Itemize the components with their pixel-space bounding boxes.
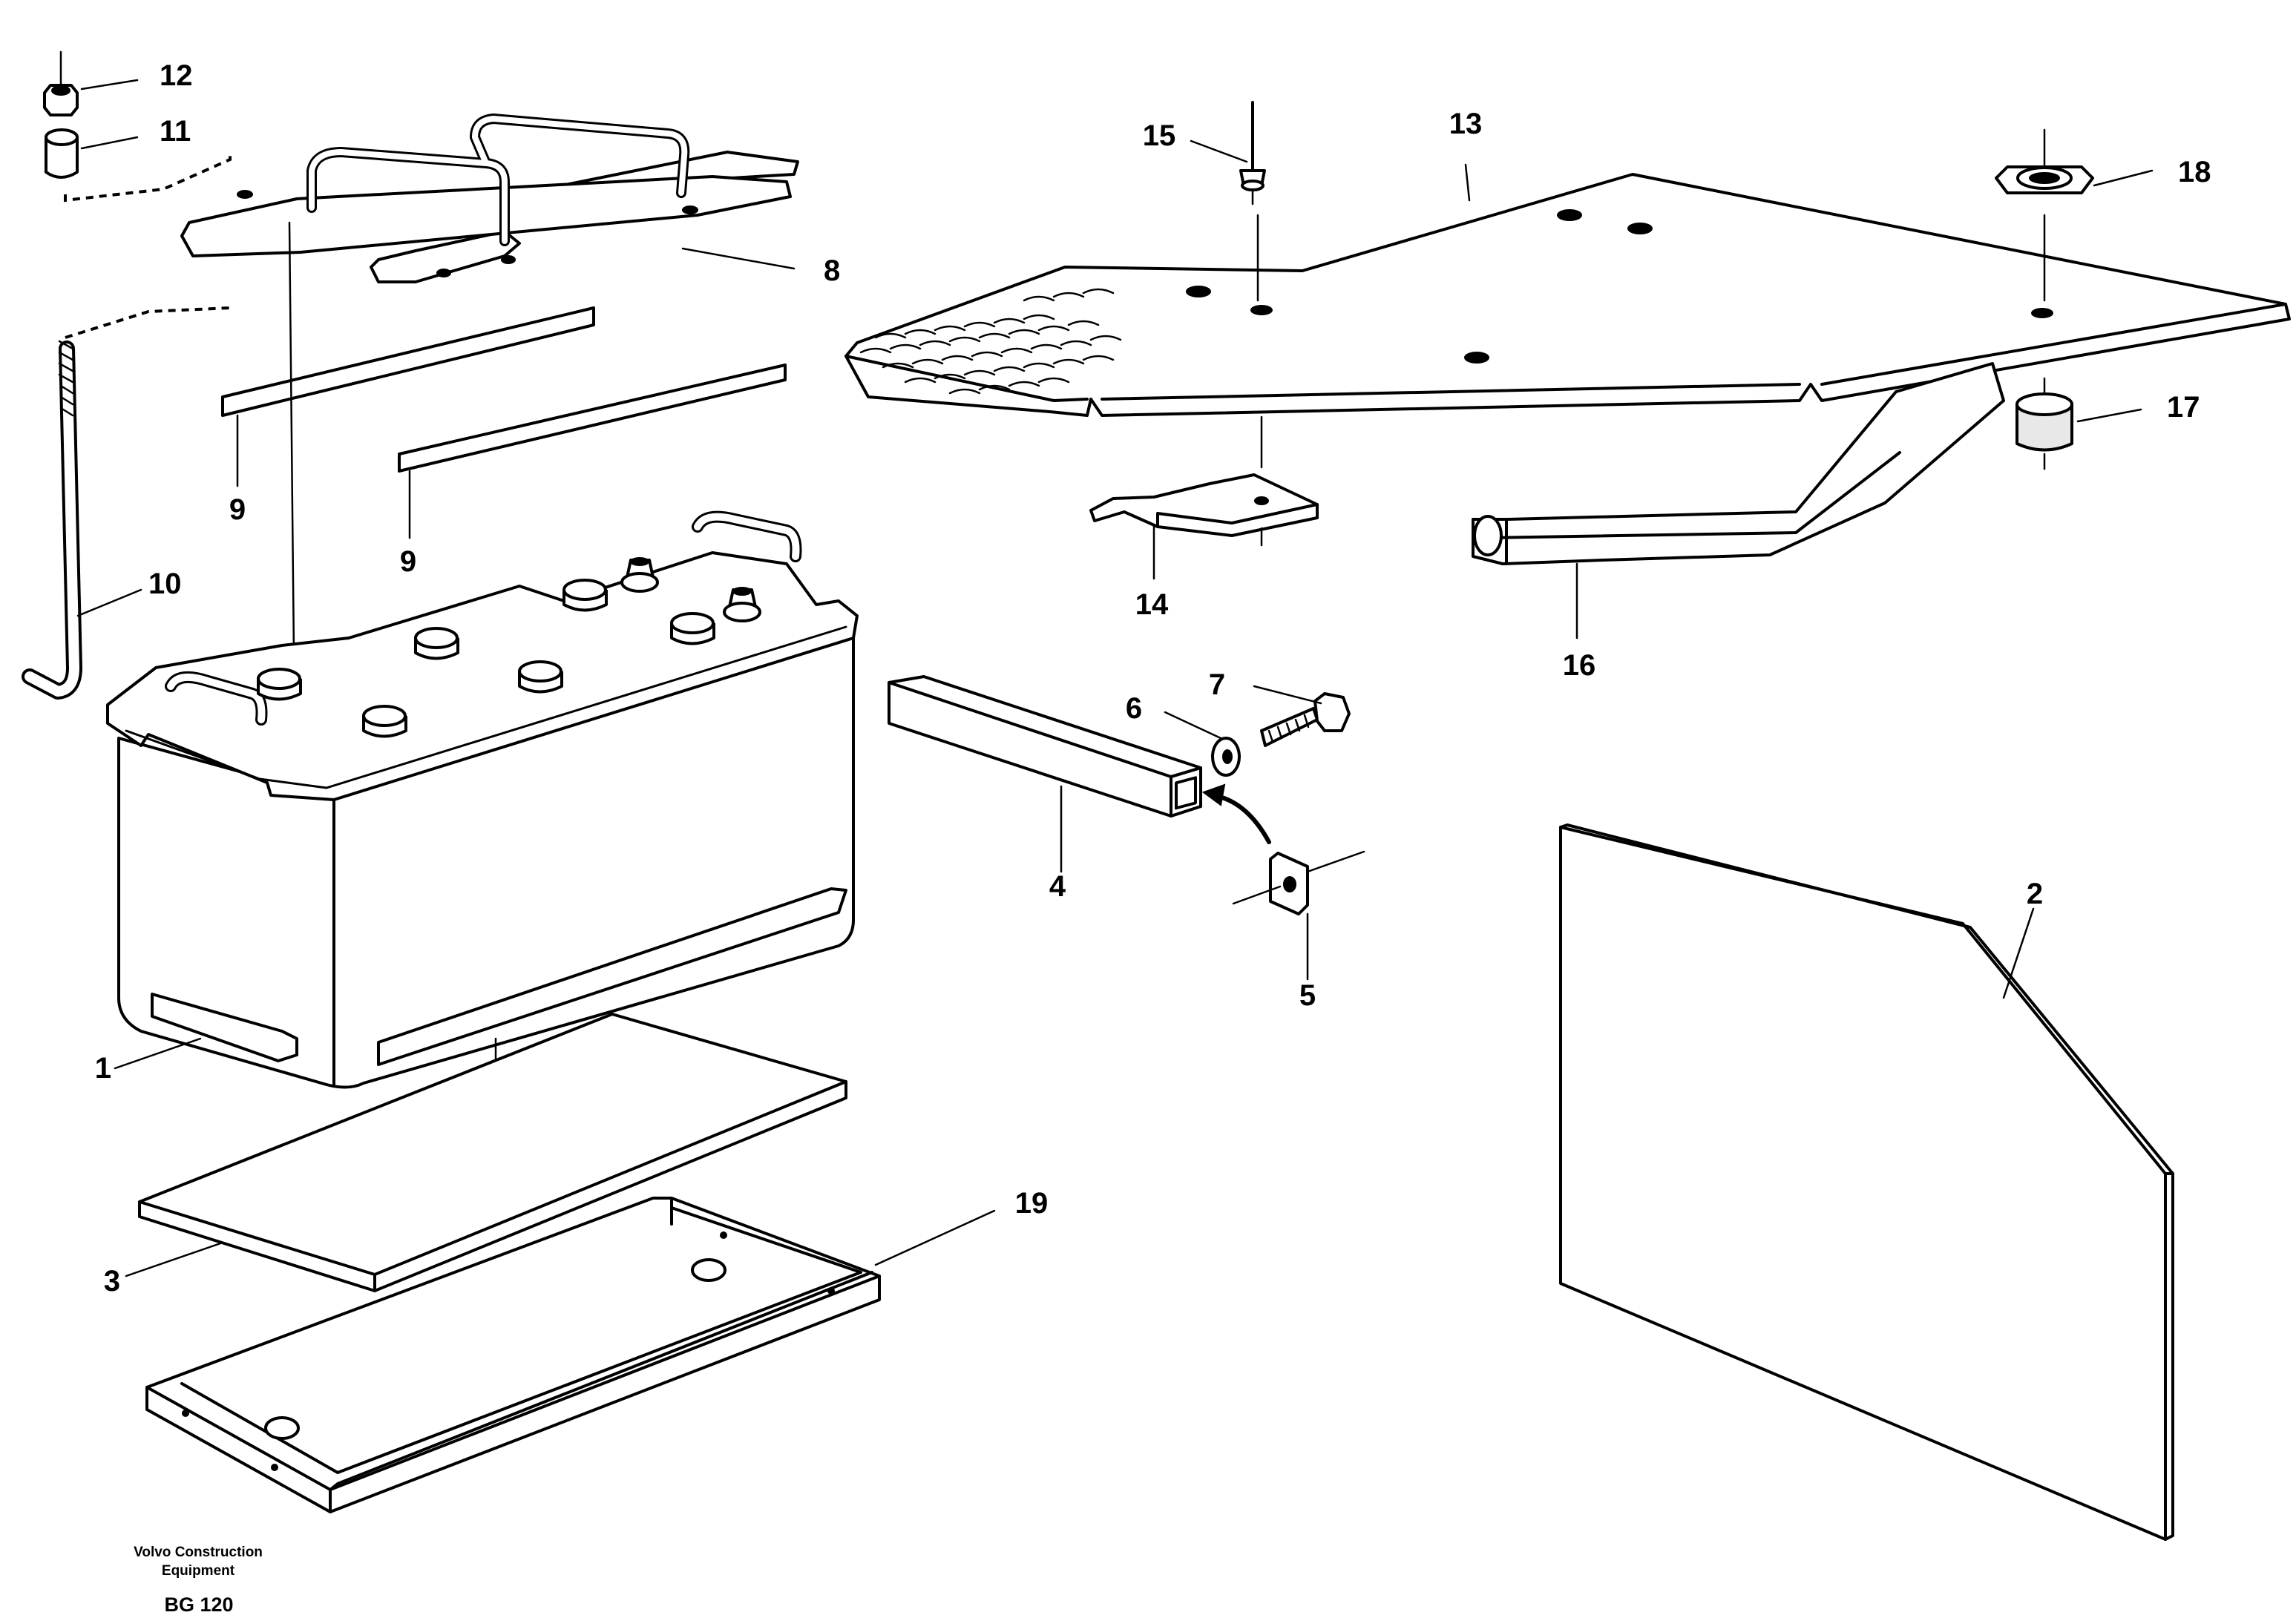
callout-labels: 1 2 3 4 5 6 7 8 9 9 10 11 12 13 14 15 16…: [95, 59, 2211, 1298]
rivet-part-15: [1190, 101, 1266, 302]
nut-part-12: [43, 50, 139, 116]
plate-part-3: [125, 1013, 847, 1292]
pad-part-9-left: [221, 306, 595, 487]
edge-strip-part-16: [1472, 362, 2005, 639]
battery-cap: [257, 579, 715, 738]
callout-9-left: 9: [229, 493, 246, 526]
callout-9-right: 9: [400, 545, 416, 578]
washer-part-6: [1164, 711, 1241, 777]
callout-11: 11: [160, 115, 191, 148]
flanged-nut-part-18: [1995, 128, 2154, 302]
callout-13: 13: [1449, 108, 1483, 140]
callout-3: 3: [104, 1265, 120, 1298]
callout-18: 18: [2178, 156, 2211, 188]
bolt-part-7: [1253, 685, 1351, 747]
checker-plate-part-13: [844, 163, 2291, 417]
callout-19: 19: [1015, 1187, 1049, 1220]
footer-code: BG 120: [164, 1594, 233, 1616]
callout-15: 15: [1143, 119, 1176, 152]
clamp-frame-part-8: [180, 114, 799, 283]
callout-16: 16: [1563, 649, 1596, 682]
callout-7: 7: [1209, 668, 1225, 701]
callout-8: 8: [824, 254, 840, 287]
sleeve-part-11: [45, 128, 232, 203]
checker-texture: [859, 288, 1122, 395]
callout-12: 12: [160, 59, 193, 92]
callout-6: 6: [1126, 692, 1142, 725]
spacer-part-17: [2015, 377, 2142, 470]
pad-part-9-right: [398, 364, 787, 539]
nut-plate-part-5: [1201, 783, 1365, 981]
bracket-part-14: [1089, 415, 1319, 580]
footer-block: Volvo Construction Equipment BG 120: [134, 1545, 263, 1616]
footer-company-line2: Equipment: [162, 1563, 235, 1579]
callout-14: 14: [1135, 588, 1169, 621]
tray-part-19: [145, 1197, 996, 1513]
callout-1: 1: [95, 1052, 111, 1085]
tube-part-4: [888, 675, 1202, 873]
callout-10: 10: [148, 568, 182, 600]
callout-5: 5: [1299, 979, 1316, 1012]
callout-17: 17: [2167, 391, 2200, 424]
callout-4: 4: [1049, 870, 1066, 903]
battery-terminal: [620, 557, 761, 622]
j-bolt-part-10: [22, 306, 231, 700]
footer-company-line1: Volvo Construction: [134, 1545, 263, 1560]
callout-2: 2: [2027, 878, 2043, 910]
side-panel-part-2: [1559, 823, 2174, 1541]
battery-part-1: [106, 510, 859, 1089]
